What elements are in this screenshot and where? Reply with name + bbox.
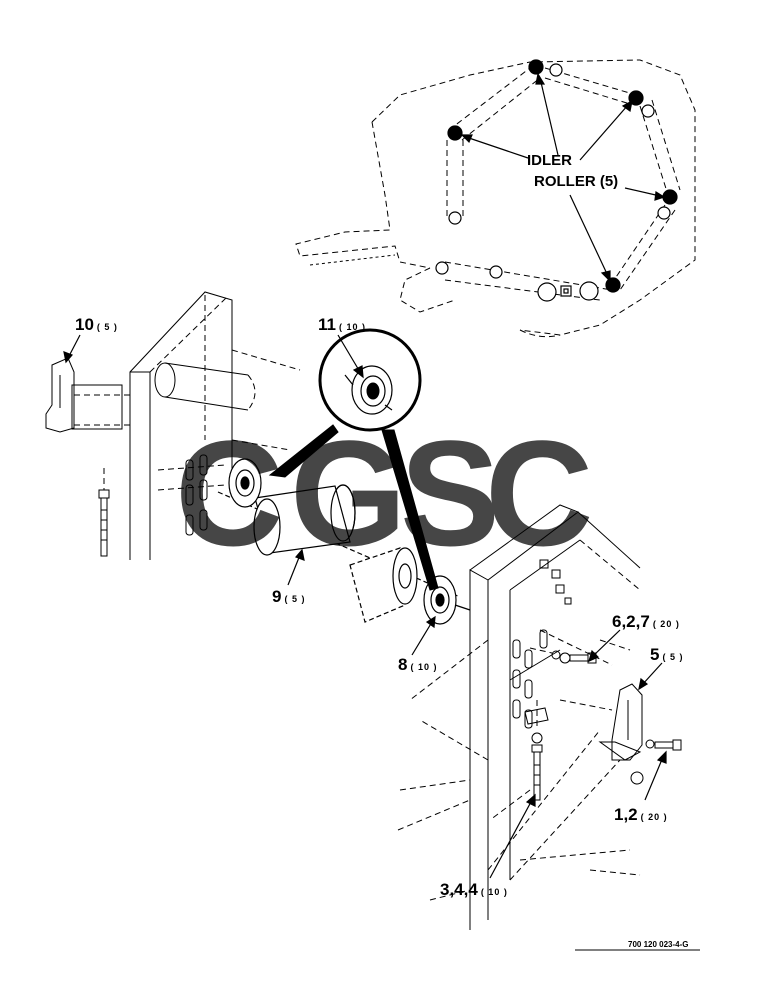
callout-5: 5( 5 ) <box>650 645 683 664</box>
idler-label-line2: ROLLER (5) <box>534 173 618 190</box>
callout-3-4-4: 3,4,4( 10 ) <box>440 880 508 899</box>
left-slots <box>185 454 208 536</box>
callout-8: 8( 10 ) <box>398 655 437 674</box>
watermark-letter-4: C <box>485 409 593 577</box>
roller-circles <box>435 59 678 302</box>
magnifier-detail <box>268 328 439 591</box>
baler-outline <box>295 59 696 338</box>
watermark-letter-1: C <box>175 409 283 577</box>
callout-9: 9( 5 ) <box>272 587 305 606</box>
left-frame <box>45 291 301 560</box>
right-frame <box>397 504 682 930</box>
idler-leaders <box>460 72 666 283</box>
watermark-letter-3: S <box>400 409 500 577</box>
callout-1-2: 1,2( 20 ) <box>614 805 668 824</box>
cgsc-watermark: C G S C <box>175 409 593 577</box>
callout-labels: 10( 5 ) 11( 10 ) 9( 5 ) 8( 10 ) 6,2,7( 2… <box>75 315 683 899</box>
watermark-letter-2: G <box>290 409 407 577</box>
callout-11: 11( 10 ) <box>318 315 366 334</box>
roller-assembly <box>217 458 471 625</box>
callout-6-2-7: 6,2,7( 20 ) <box>612 612 680 631</box>
idler-label-line1: IDLER <box>527 152 572 169</box>
callout-leaders <box>63 334 667 879</box>
part-number: 700 120 023-4-G <box>628 940 689 949</box>
callout-10: 10( 5 ) <box>75 315 118 334</box>
